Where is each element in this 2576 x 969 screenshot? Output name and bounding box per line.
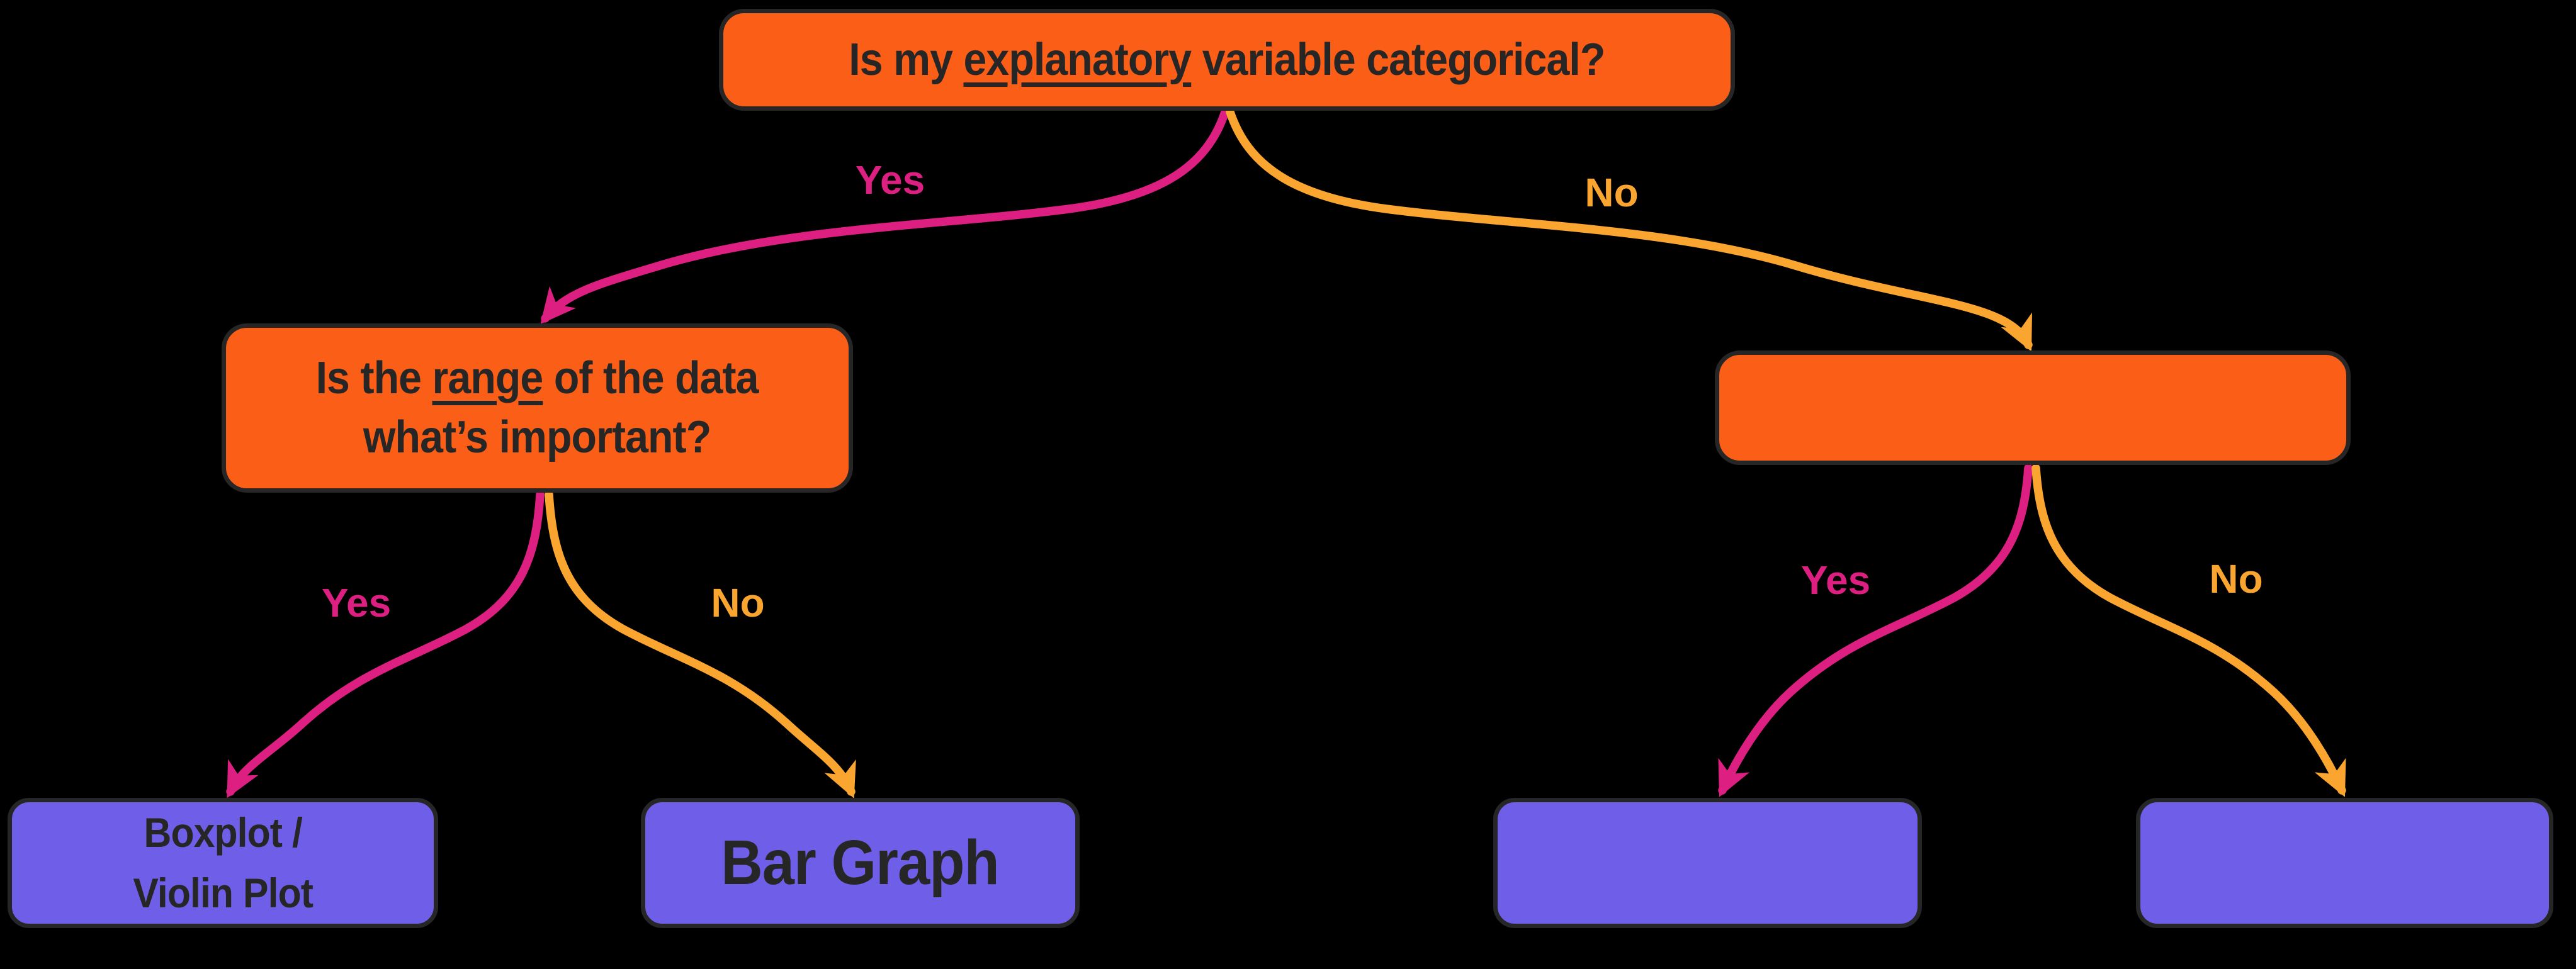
leaf-boxplot-violin-box: Boxplot / Violin Plot [8,798,438,928]
curve-right-yes [1718,464,2033,797]
root-question-underlined-word: explanatory [963,35,1192,85]
root-question-post: variable categorical? [1191,35,1606,85]
root-question-box: Is my explanatory variable categorical? [719,9,1735,111]
left-question-line1-post: of the data [543,352,759,403]
curve-left-yes [226,490,545,798]
leaf-right-no-box [2136,798,2553,928]
branch-label-left-no: No [711,580,765,625]
left-question-line2: what’s important? [363,412,711,462]
root-question-text: Is my explanatory variable categorical? [849,34,1605,86]
left-question-box: Is the range of the data what’s importan… [222,323,853,493]
branch-label-right-no: No [2209,556,2263,602]
branch-label-right-yes: Yes [1800,557,1871,603]
root-question-pre: Is my [849,35,964,85]
left-question-line1: Is the range of the data [316,349,759,408]
left-question-text: Is the range of the data what’s importan… [316,349,759,467]
curve-left-no [545,490,856,798]
leaf-boxplot-violin-text: Boxplot / Violin Plot [133,803,314,923]
branch-label-top-yes: Yes [855,157,925,203]
left-question-line1-pre: Is the [315,352,432,403]
leaf-bar-graph-box: Bar Graph [641,798,1080,928]
leaf-boxplot-line1: Boxplot / [144,809,302,856]
curve-root-no [1226,108,2033,352]
curve-right-no [2031,464,2346,797]
branch-label-left-yes: Yes [321,580,392,625]
leaf-bar-graph-text: Bar Graph [721,827,1000,898]
curve-root-yes [540,108,1229,325]
leaf-boxplot-line2: Violin Plot [133,869,314,916]
branch-label-top-no: No [1585,170,1639,215]
right-question-box [1715,350,2351,465]
left-question-underlined-word: range [432,352,544,403]
leaf-right-yes-box [1493,798,1922,928]
